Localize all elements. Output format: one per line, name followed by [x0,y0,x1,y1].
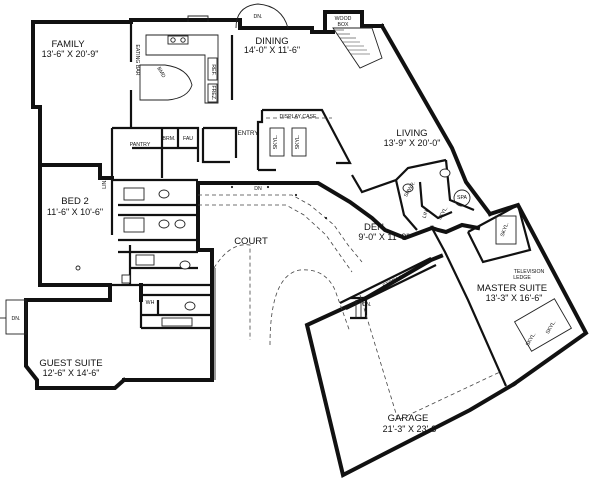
ref-label: REF. [210,64,216,75]
garage-name: GARAGE [388,413,429,424]
wh-label: WH [146,300,155,306]
family-room-name: FAMILY [51,39,85,50]
television-label-1: TELEVISION [514,269,545,275]
dining-room-dims: 14'-0" X 11'-6" [244,45,300,55]
guest-suite-dims: 12'-6" X 14'-6" [43,368,100,378]
den-room-dims: 9'-0" X 11'-9" [358,232,409,242]
bed2-room-name: BED 2 [61,196,88,207]
dining-room-name: DINING [255,36,288,47]
den-dn-label: DN. [363,302,372,308]
skyl-label-5: SKYL. [525,332,538,348]
family-room-dims: 13'-6" X 20'-9" [42,49,99,59]
garage-dims: 21'-3" X 23'-3" [383,424,440,434]
court-name: COURT [234,236,268,247]
living-room-dims: 13'-9" X 20'-0" [384,138,441,148]
living-room-name: LIVING [396,128,427,139]
dining-dn-label: DN. [254,14,263,20]
pantry-label: PANTRY [130,142,151,148]
spa-label: SPA [457,195,468,201]
television-label-2: LEDGE [513,275,531,281]
bmd-label: BMD [155,66,166,79]
fixture-labels: ENTRY PANTRY BRM. FAU DISPLAY CASE WOOD … [12,14,558,347]
skyl-label-6: SKYL. [545,320,558,336]
display-case-label: DISPLAY CASE [279,114,317,120]
frez-label: FREZ. [210,86,216,101]
den-room-name: DEN [364,222,384,233]
fau-label: FAU [183,136,193,142]
interior-walls [110,22,532,387]
eating-bar-label: EATING BAR [134,44,140,75]
master-suite-dims: 13'-3" X 16'-6" [486,293,543,303]
den-lin-label: LIN. [422,208,431,219]
wood-box-label-1: WOOD [335,16,352,22]
master-suite-name: MASTER SUITE [477,283,547,294]
skyl-label-2: SKYL. [295,135,301,150]
bed2-lin-label: LIN. [102,179,108,189]
entry-label: ENTRY [238,130,259,137]
brm-label: BRM. [163,136,176,142]
wood-box-label-2: BOX [338,22,349,28]
bed2-room-dims: 11'-6" X 10'-6" [47,207,103,217]
plan-details [0,3,573,421]
room-labels: FAMILY 13'-6" X 20'-9" DINING 14'-0" X 1… [39,36,547,434]
skyl-label-1: SKYL. [273,135,279,150]
exterior-walls [24,10,589,478]
guest-dn-label: DN. [12,316,21,322]
guest-suite-name: GUEST SUITE [39,358,102,369]
hall-dn-label: DN [254,186,262,192]
skyl-label-4: SKYL. [500,222,511,238]
